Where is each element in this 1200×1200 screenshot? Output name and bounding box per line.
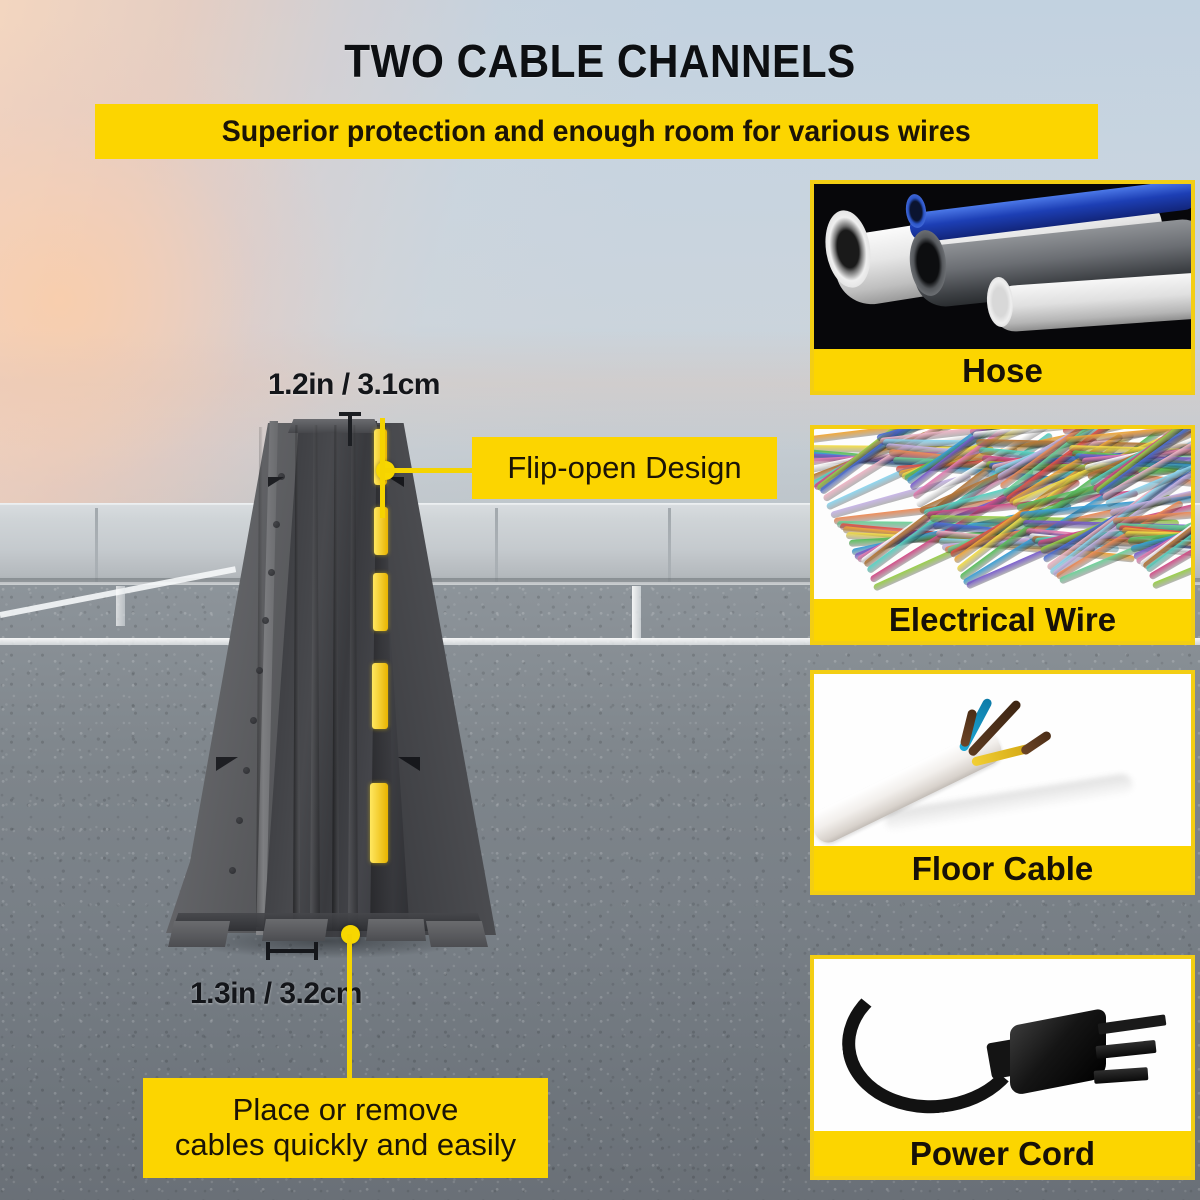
card-electrical-wire[interactable]: Electrical Wire [810, 425, 1195, 645]
base-foot [426, 921, 488, 947]
wall-seam [495, 508, 498, 582]
callout-flip-open: Flip-open Design [472, 437, 777, 499]
lid-groove [332, 425, 339, 930]
card-power-cord-label: Power Cord [814, 1131, 1191, 1176]
card-floor-cable-label: Floor Cable [814, 846, 1191, 891]
lid-groove [293, 425, 300, 930]
lid-groove [256, 427, 264, 927]
card-electrical-wire-label-text: Electrical Wire [888, 601, 1117, 638]
parking-line-vertical [632, 586, 641, 640]
wall-seam [95, 508, 98, 582]
callout-place-remove-line2: cables quickly and easily [174, 1127, 517, 1162]
height-dimension-label: 1.2in / 3.1cm [268, 368, 440, 401]
parking-line-horizontal [0, 638, 1200, 645]
flip-open-leader-vertical [380, 418, 385, 518]
hinge-dash [370, 783, 388, 863]
callout-place-remove-line1: Place or remove [232, 1092, 459, 1128]
callout-place-remove: Place or remove cables quickly and easil… [143, 1078, 548, 1178]
flip-open-leader-line [385, 468, 475, 473]
base-foot [262, 919, 328, 941]
card-floor-cable-image [814, 674, 1191, 846]
card-floor-cable-label-text: Floor Cable [911, 849, 1094, 887]
card-hose-label: Hose [814, 349, 1191, 391]
card-floor-cable[interactable]: Floor Cable [810, 670, 1195, 895]
place-remove-leader-line [347, 934, 352, 1080]
width-dimension-marker [266, 942, 318, 960]
base-foot [366, 919, 426, 941]
card-power-cord-image [814, 959, 1191, 1131]
card-hose[interactable]: Hose [810, 180, 1195, 395]
base-foot [168, 921, 230, 947]
subtitle-banner: Superior protection and enough room for … [95, 104, 1098, 159]
parking-line-vertical [116, 586, 125, 626]
height-dimension-marker [339, 410, 361, 448]
product-top-cap [288, 419, 380, 433]
callout-flip-open-text: Flip-open Design [507, 449, 742, 485]
lid-rib [310, 425, 320, 930]
width-dimension-label: 1.3in / 3.2cm [190, 977, 362, 1010]
card-power-cord-label-text: Power Cord [909, 1134, 1096, 1172]
hinge-dash [374, 507, 388, 555]
hinge-dash [373, 573, 388, 631]
wall-seam [668, 508, 671, 582]
cable-protector-product [154, 415, 499, 962]
card-electrical-wire-image [814, 429, 1191, 599]
card-power-cord[interactable]: Power Cord [810, 955, 1195, 1180]
page-title: TWO CABLE CHANNELS [344, 35, 856, 87]
card-hose-label-text: Hose [962, 352, 1043, 389]
hinge-dash [372, 663, 388, 729]
subtitle-text: Superior protection and enough room for … [221, 114, 972, 148]
card-electrical-wire-label: Electrical Wire [814, 599, 1191, 641]
lid-rib [348, 425, 358, 930]
card-hose-image [814, 184, 1191, 349]
